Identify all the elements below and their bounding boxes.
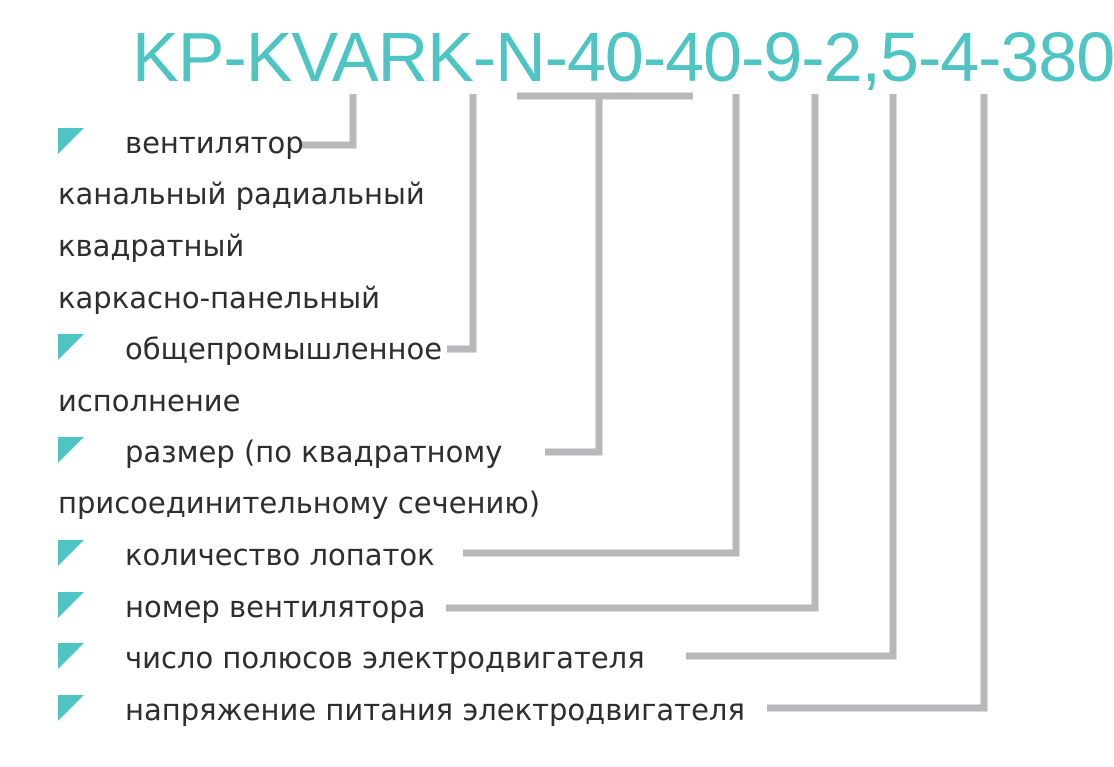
legend-item-label: вентилятор bbox=[125, 126, 304, 160]
triangle-bullet-icon bbox=[58, 334, 84, 360]
legend-item-label: квадратный bbox=[58, 229, 245, 263]
legend-item-label: напряжение питания электродвигателя bbox=[125, 693, 745, 727]
legend-item-label: исполнение bbox=[58, 384, 241, 418]
legend-item-label: число полюсов электродвигателя bbox=[125, 641, 645, 675]
triangle-bullet-icon bbox=[58, 540, 84, 566]
legend-item-label: количество лопаток bbox=[125, 538, 435, 572]
connector-execution bbox=[447, 94, 477, 353]
legend-item-label: размер (по квадратному bbox=[125, 435, 503, 469]
legend-item-label: присоединительному сечению) bbox=[58, 486, 541, 520]
legend-item-label: каркасно-панельный bbox=[58, 281, 380, 315]
legend-item-label: общепромышленное bbox=[125, 332, 443, 366]
connector-voltage bbox=[767, 94, 988, 712]
triangle-bullet-icon bbox=[58, 437, 84, 463]
connector-fan-type bbox=[302, 94, 357, 149]
triangle-bullet-icon bbox=[58, 643, 84, 669]
connector-poles bbox=[686, 94, 897, 660]
connector-size bbox=[545, 96, 603, 456]
legend-item-label: канальный радиальный bbox=[58, 177, 425, 211]
model-code-title: KP-KVARK-N-40-40-9-2,5-4-380 bbox=[132, 18, 1114, 96]
legend-item-label: номер вентилятора bbox=[125, 590, 426, 624]
connector-fan-number bbox=[446, 94, 819, 612]
triangle-bullet-icon bbox=[58, 695, 84, 721]
triangle-bullet-icon bbox=[58, 128, 84, 154]
triangle-bullet-icon bbox=[58, 592, 84, 618]
